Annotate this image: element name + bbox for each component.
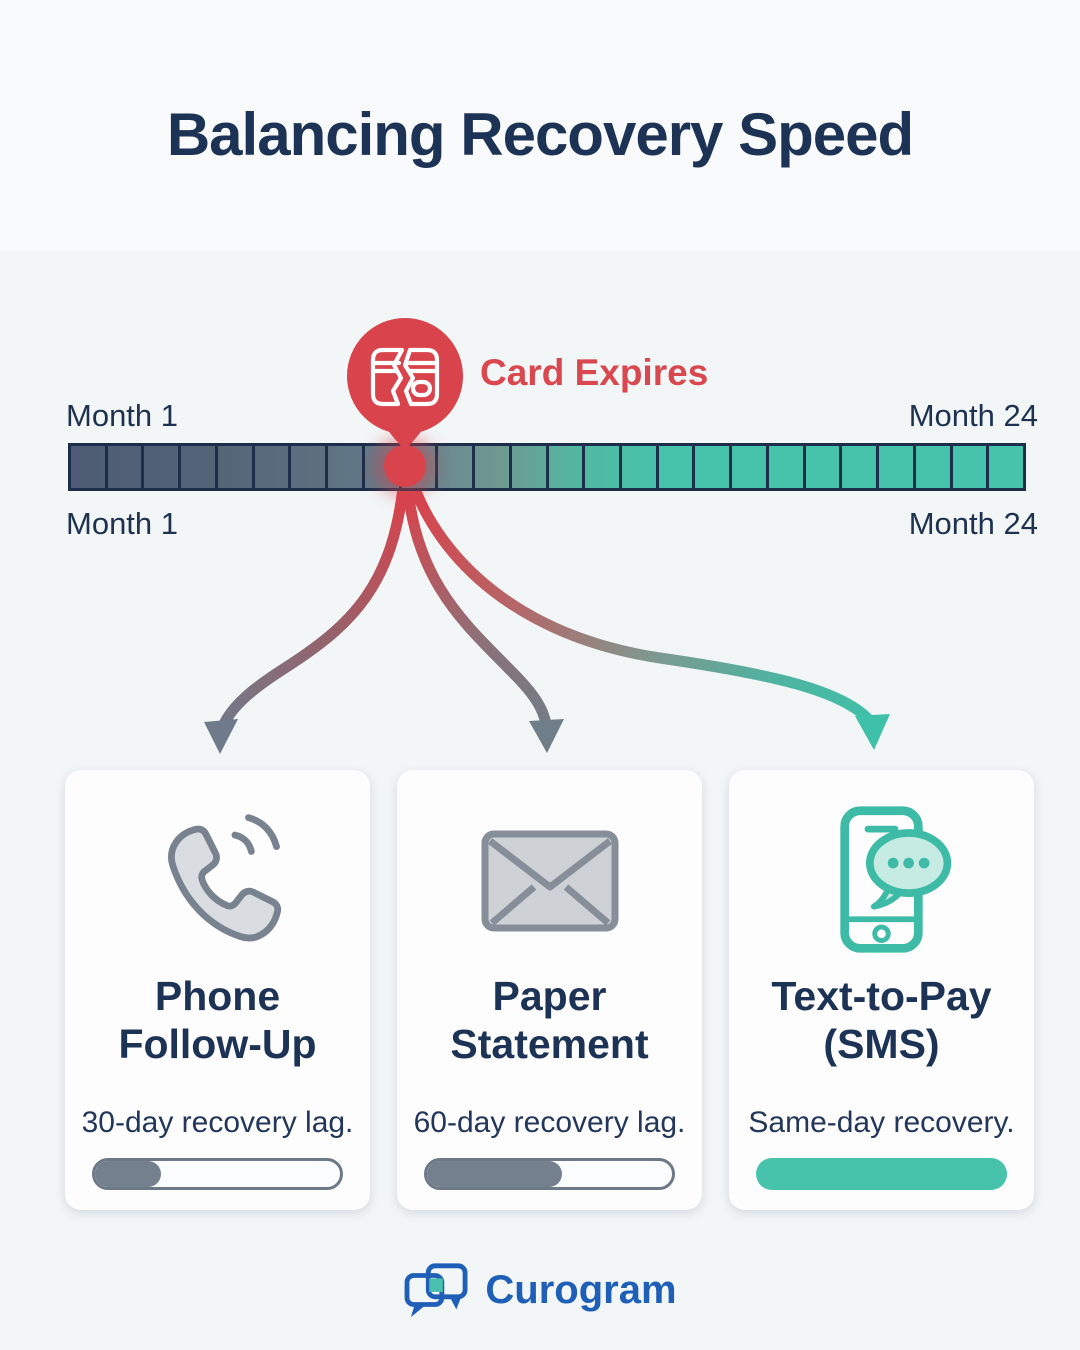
card-text-to-pay-sms: Text-to-Pay (SMS) Same-day recovery. — [729, 770, 1034, 1210]
card-title-line2: Statement — [450, 1021, 649, 1067]
timeline-segment — [108, 446, 145, 488]
card-description: 30-day recovery lag. — [81, 1106, 354, 1139]
timeline-segment — [328, 446, 365, 488]
timeline-segment — [585, 446, 623, 488]
card-title-line2: Follow-Up — [118, 1021, 317, 1067]
timeline-segment — [438, 446, 476, 488]
arrowhead-left — [204, 719, 238, 754]
sms-phone-icon — [729, 798, 1034, 963]
phone-icon — [65, 798, 370, 963]
timeline-segment — [475, 446, 512, 488]
timeline-segment — [916, 446, 953, 488]
progress-track — [424, 1158, 675, 1190]
brand-logo: Curogram — [0, 1260, 1080, 1320]
timeline-segment — [732, 446, 769, 488]
timeline-segment — [695, 446, 733, 488]
timeline-segment — [255, 446, 292, 488]
card-title-line2: (SMS) — [823, 1021, 940, 1067]
arrowhead-right — [855, 714, 890, 750]
card-phone-follow-up: Phone Follow-Up 30-day recovery lag. — [65, 770, 370, 1210]
page-title: Balancing Recovery Speed — [166, 101, 914, 168]
card-title-line1: Text-to-Pay — [771, 973, 992, 1019]
timeline-segment — [144, 446, 182, 488]
broken-credit-card-icon — [370, 347, 440, 407]
arrowhead-middle — [529, 719, 564, 753]
card-description: 60-day recovery lag. — [413, 1106, 686, 1139]
card-paper-statement: Paper Statement 60-day recovery lag. — [397, 770, 702, 1210]
card-title-line1: Paper — [492, 973, 607, 1019]
progress-fill — [95, 1161, 162, 1187]
timeline-segment — [218, 446, 255, 488]
timeline-segment — [622, 446, 659, 488]
timeline-segment — [71, 446, 108, 488]
card-title: Paper Statement — [397, 972, 702, 1068]
timeline-segment — [402, 446, 439, 488]
timeline-label-top-left: Month 1 — [66, 398, 179, 433]
timeline-segment — [806, 446, 843, 488]
timeline-segment — [989, 446, 1023, 488]
timeline-label-bottom-right: Month 24 — [908, 506, 1038, 541]
timeline-label-top-right: Month 24 — [908, 398, 1038, 433]
progress-track — [92, 1158, 343, 1190]
curogram-chat-bubbles-icon — [405, 1263, 468, 1318]
timeline-segment — [549, 446, 586, 488]
card-title: Text-to-Pay (SMS) — [729, 972, 1034, 1068]
card-description: Same-day recovery. — [748, 1106, 1015, 1139]
brand-name: Curogram — [485, 1267, 677, 1312]
timeline-segment — [512, 446, 549, 488]
timeline-segment — [181, 446, 218, 488]
timeline-segment — [842, 446, 880, 488]
card-title-line1: Phone — [154, 973, 281, 1019]
timeline-segment — [659, 446, 696, 488]
timeline-segment — [953, 446, 990, 488]
timeline-segment — [291, 446, 329, 488]
timeline-label-bottom-left: Month 1 — [66, 506, 179, 541]
progress-fill — [756, 1158, 1007, 1190]
timeline-segment — [769, 446, 806, 488]
envelope-icon — [397, 798, 702, 963]
card-expires-label: Card Expires — [480, 352, 709, 393]
timeline-bar — [68, 443, 1026, 491]
card-expires-marker — [347, 318, 463, 451]
progress-track — [756, 1158, 1007, 1190]
header-band — [0, 0, 1080, 250]
card-title: Phone Follow-Up — [65, 972, 370, 1068]
progress-fill — [427, 1161, 562, 1187]
timeline-segment — [879, 446, 916, 488]
